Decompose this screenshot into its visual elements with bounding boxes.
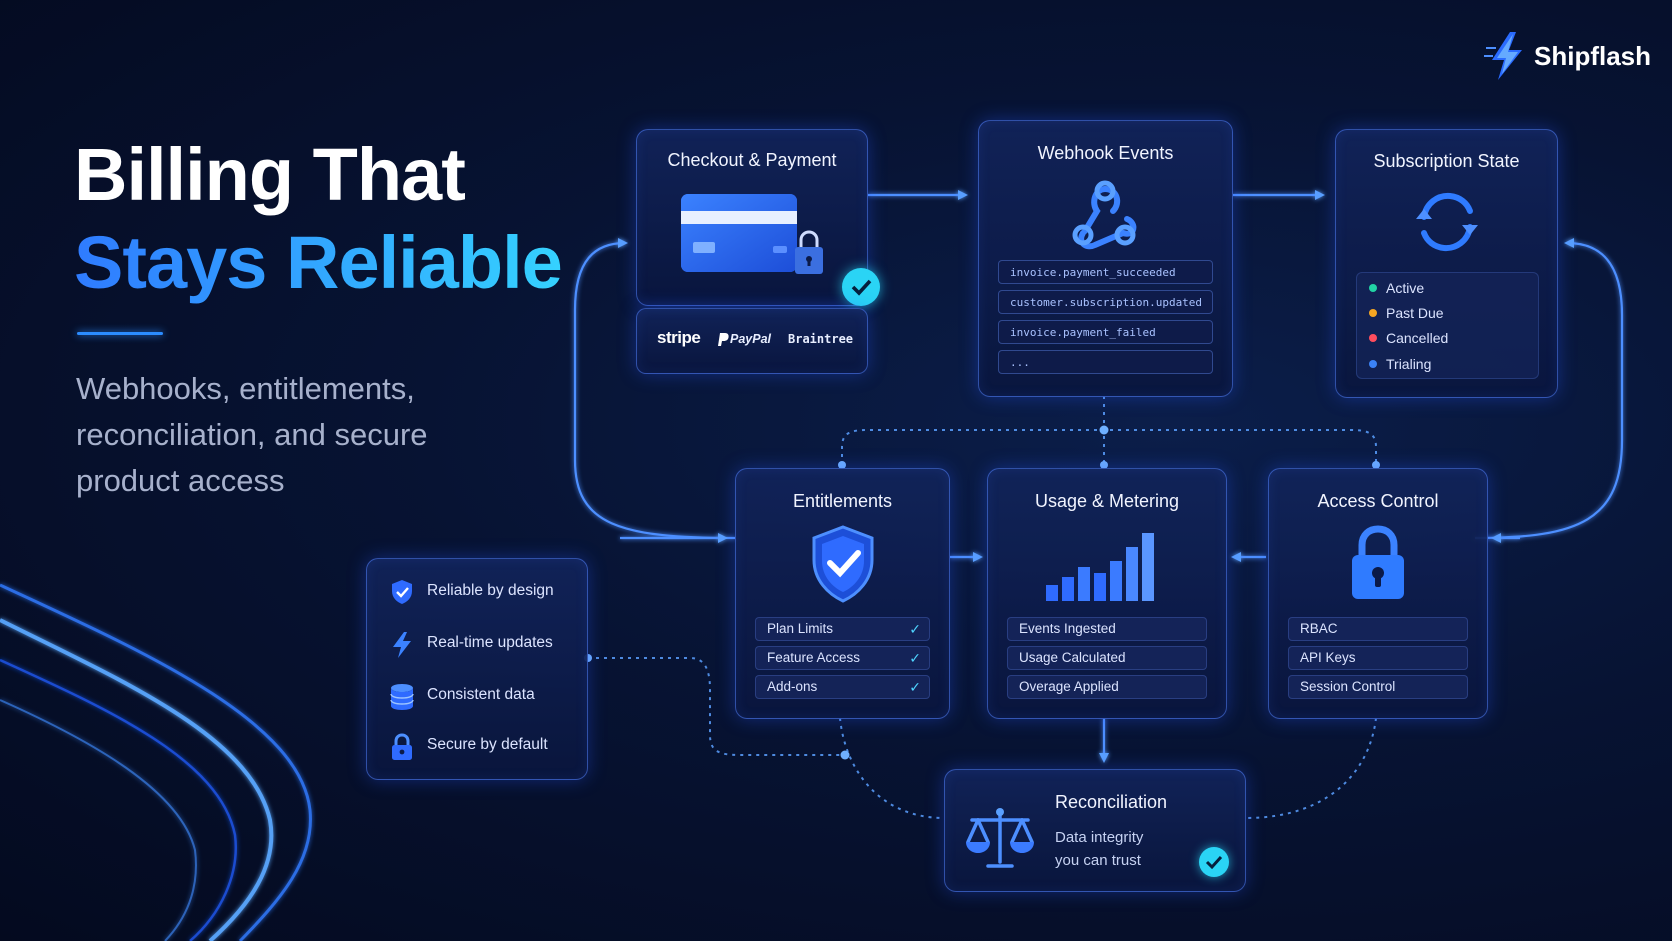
feature-item: Real-time updates bbox=[367, 629, 587, 658]
balance-scale-icon bbox=[966, 808, 1034, 868]
entitlement-row: Plan Limits ✓ bbox=[755, 617, 930, 641]
credit-card-icon bbox=[681, 194, 823, 274]
feature-label: Secure by default bbox=[427, 736, 548, 753]
state-label: Past Due bbox=[1386, 305, 1444, 321]
subscription-state-list: Active Past Due Cancelled Trialing bbox=[1356, 272, 1539, 379]
state-dot bbox=[1369, 284, 1377, 292]
state-label: Active bbox=[1386, 280, 1425, 296]
reconciliation-title: Reconciliation bbox=[1055, 792, 1168, 812]
reconciliation-card: Reconciliation Data integrity you can tr… bbox=[944, 769, 1246, 892]
hero-subtitle-line: reconciliation, and secure bbox=[76, 417, 428, 452]
check-icon bbox=[1205, 855, 1223, 870]
entitlement-label: Plan Limits bbox=[767, 621, 834, 636]
entitlements-card: Entitlements Plan Limits ✓ Feature Access… bbox=[735, 468, 950, 719]
features-panel: Reliable by design Real-time updates Con… bbox=[366, 558, 588, 780]
lightning-icon bbox=[393, 632, 411, 658]
feature-label: Consistent data bbox=[427, 686, 535, 703]
bar-chart-icon bbox=[1046, 533, 1154, 601]
feature-item: Reliable by design bbox=[367, 577, 587, 605]
feature-label: Real-time updates bbox=[427, 634, 553, 651]
state-item: Active bbox=[1369, 280, 1424, 296]
feature-label: Reliable by design bbox=[427, 582, 554, 599]
entitlement-label: Add-ons bbox=[767, 679, 818, 694]
entitlements-title: Entitlements bbox=[792, 491, 893, 511]
hero-divider bbox=[77, 332, 163, 335]
checkout-card: Checkout & Payment bbox=[636, 129, 868, 306]
reconciliation-desc-line2: you can trust bbox=[1055, 852, 1141, 869]
state-dot bbox=[1369, 334, 1377, 342]
access-row: Session Control bbox=[1288, 675, 1468, 699]
hero-title-line2: Stays Reliable bbox=[74, 221, 563, 304]
subscription-title: Subscription State bbox=[1373, 151, 1520, 171]
database-icon bbox=[390, 684, 414, 710]
reconciliation-check-badge bbox=[1199, 847, 1229, 877]
brand-name: Shipflash bbox=[1534, 41, 1652, 71]
shield-check-icon bbox=[812, 525, 874, 603]
check-icon: ✓ bbox=[909, 679, 921, 695]
paypal-logo-icon bbox=[718, 333, 729, 346]
entitlement-row: Add-ons ✓ bbox=[755, 675, 930, 699]
state-item: Trialing bbox=[1369, 356, 1431, 372]
light-streaks bbox=[0, 583, 312, 941]
webhook-icon bbox=[1072, 180, 1137, 250]
checkout-success-badge bbox=[842, 268, 880, 306]
provider-stripe: stripe bbox=[657, 328, 701, 347]
state-dot bbox=[1369, 360, 1377, 368]
state-label: Trialing bbox=[1386, 356, 1432, 372]
access-row: RBAC bbox=[1288, 617, 1468, 641]
state-item: Past Due bbox=[1369, 305, 1444, 321]
lightning-logo-icon bbox=[1484, 32, 1522, 80]
padlock-icon bbox=[1352, 525, 1404, 599]
state-dot bbox=[1369, 309, 1377, 317]
provider-paypal: PayPal bbox=[730, 332, 772, 346]
usage-row: Overage Applied bbox=[1007, 675, 1207, 699]
usage-row: Events Ingested bbox=[1007, 617, 1207, 641]
webhook-title: Webhook Events bbox=[1037, 143, 1174, 163]
brand-logo: Shipflash bbox=[1484, 30, 1654, 84]
sync-cycle-icon bbox=[1416, 192, 1478, 252]
webhook-event-chip: invoice.payment_failed bbox=[998, 320, 1213, 344]
check-icon: ✓ bbox=[909, 650, 921, 666]
webhook-events-card: Webhook Events invoice.payment_succeeded… bbox=[978, 120, 1233, 397]
webhook-event-chip: customer.subscription.updated bbox=[998, 290, 1213, 314]
checkout-title: Checkout & Payment bbox=[667, 150, 837, 170]
subscription-state-card: Subscription State Active Past Due Cance… bbox=[1335, 129, 1558, 398]
hero-title-line1: Billing That bbox=[74, 133, 466, 216]
payment-providers-card: stripe PayPal Braintree bbox=[636, 308, 868, 374]
usage-metering-card: Usage & Metering Events Ingested Usage C… bbox=[987, 468, 1227, 719]
hero-subtitle-line: product access bbox=[76, 463, 285, 498]
feature-item: Secure by default bbox=[367, 731, 587, 760]
webhook-event-chip: invoice.payment_succeeded bbox=[998, 260, 1213, 284]
entitlement-row: Feature Access ✓ bbox=[755, 646, 930, 670]
check-icon bbox=[851, 279, 872, 296]
usage-title: Usage & Metering bbox=[1034, 491, 1180, 511]
state-label: Cancelled bbox=[1386, 330, 1449, 346]
entitlement-label: Feature Access bbox=[767, 650, 861, 665]
hero-subtitle: Webhooks, entitlements, reconciliation, … bbox=[76, 366, 428, 504]
hero-subtitle-line: Webhooks, entitlements, bbox=[76, 371, 415, 406]
reconciliation-desc-line1: Data integrity bbox=[1055, 829, 1144, 846]
usage-row: Usage Calculated bbox=[1007, 646, 1207, 670]
lock-icon bbox=[392, 733, 412, 760]
access-title: Access Control bbox=[1317, 491, 1439, 511]
access-row: API Keys bbox=[1288, 646, 1468, 670]
check-icon: ✓ bbox=[909, 621, 921, 637]
feature-item: Consistent data bbox=[367, 681, 587, 710]
provider-braintree: Braintree bbox=[788, 332, 854, 346]
shield-check-icon bbox=[392, 580, 412, 604]
state-item: Cancelled bbox=[1369, 330, 1448, 346]
access-control-card: Access Control RBAC API Keys Session Con… bbox=[1268, 468, 1488, 719]
webhook-event-chip: ... bbox=[998, 350, 1213, 374]
